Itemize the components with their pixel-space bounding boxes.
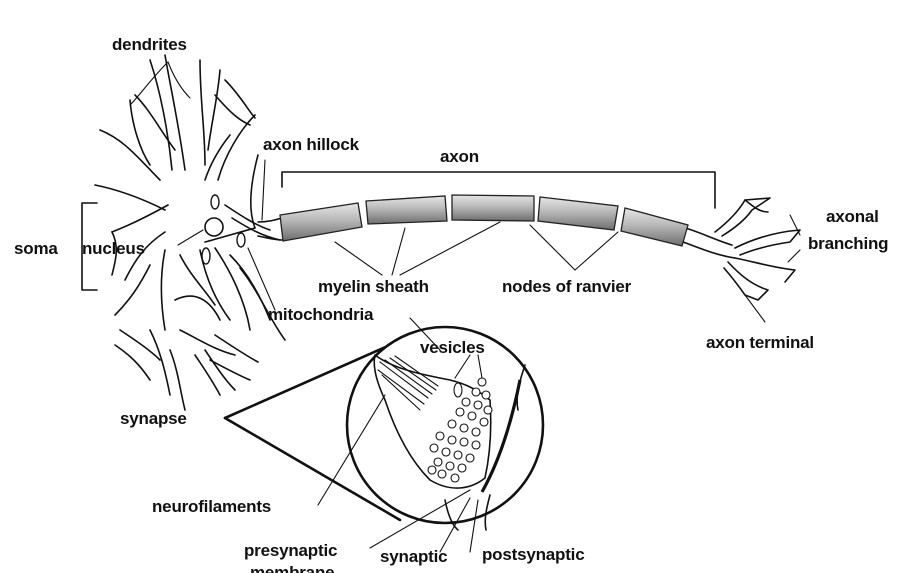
label-myelin-sheath: myelin sheath — [318, 277, 429, 296]
label-nucleus: nucleus — [82, 239, 145, 258]
label-synaptic: synaptic — [380, 547, 447, 566]
vesicles-shape — [427, 377, 493, 483]
label-dendrites: dendrites — [112, 35, 187, 54]
mitochondrion-shape — [201, 247, 211, 265]
label-axon-hillock: axon hillock — [263, 135, 360, 154]
label-synapse: synapse — [120, 409, 187, 428]
label-presynaptic-membrane-line1: presynaptic — [244, 541, 337, 560]
label-postsynaptic: postsynaptic — [482, 545, 584, 564]
label-axon-terminal: axon terminal — [706, 333, 814, 352]
label-axonal-branching-line2: branching — [808, 234, 888, 253]
mitochondrion-shape — [210, 194, 220, 210]
mitochondrion-shape — [236, 232, 246, 248]
label-presynaptic-membrane-line2: membrane — [250, 563, 334, 573]
axon-terminal-shape — [714, 197, 801, 301]
axon-bracket — [281, 171, 716, 209]
label-axon: axon — [440, 147, 479, 166]
synapse-magnifier-circle — [345, 325, 545, 525]
label-axonal-branching-line1: axonal — [826, 207, 879, 226]
dendrites-shape — [94, 54, 286, 411]
nucleus-shape — [204, 217, 224, 237]
label-mitochondria: mitochondria — [268, 305, 374, 324]
label-neurofilaments: neurofilaments — [152, 497, 271, 516]
pointer-lines — [129, 61, 801, 323]
label-soma: soma — [14, 239, 58, 258]
label-nodes-of-ranvier: nodes of ranvier — [502, 277, 632, 296]
synapse-zoom — [223, 317, 545, 553]
myelin-sheath-segments — [279, 194, 689, 247]
label-vesicles: vesicles — [420, 338, 485, 357]
soma-bracket — [81, 202, 98, 291]
